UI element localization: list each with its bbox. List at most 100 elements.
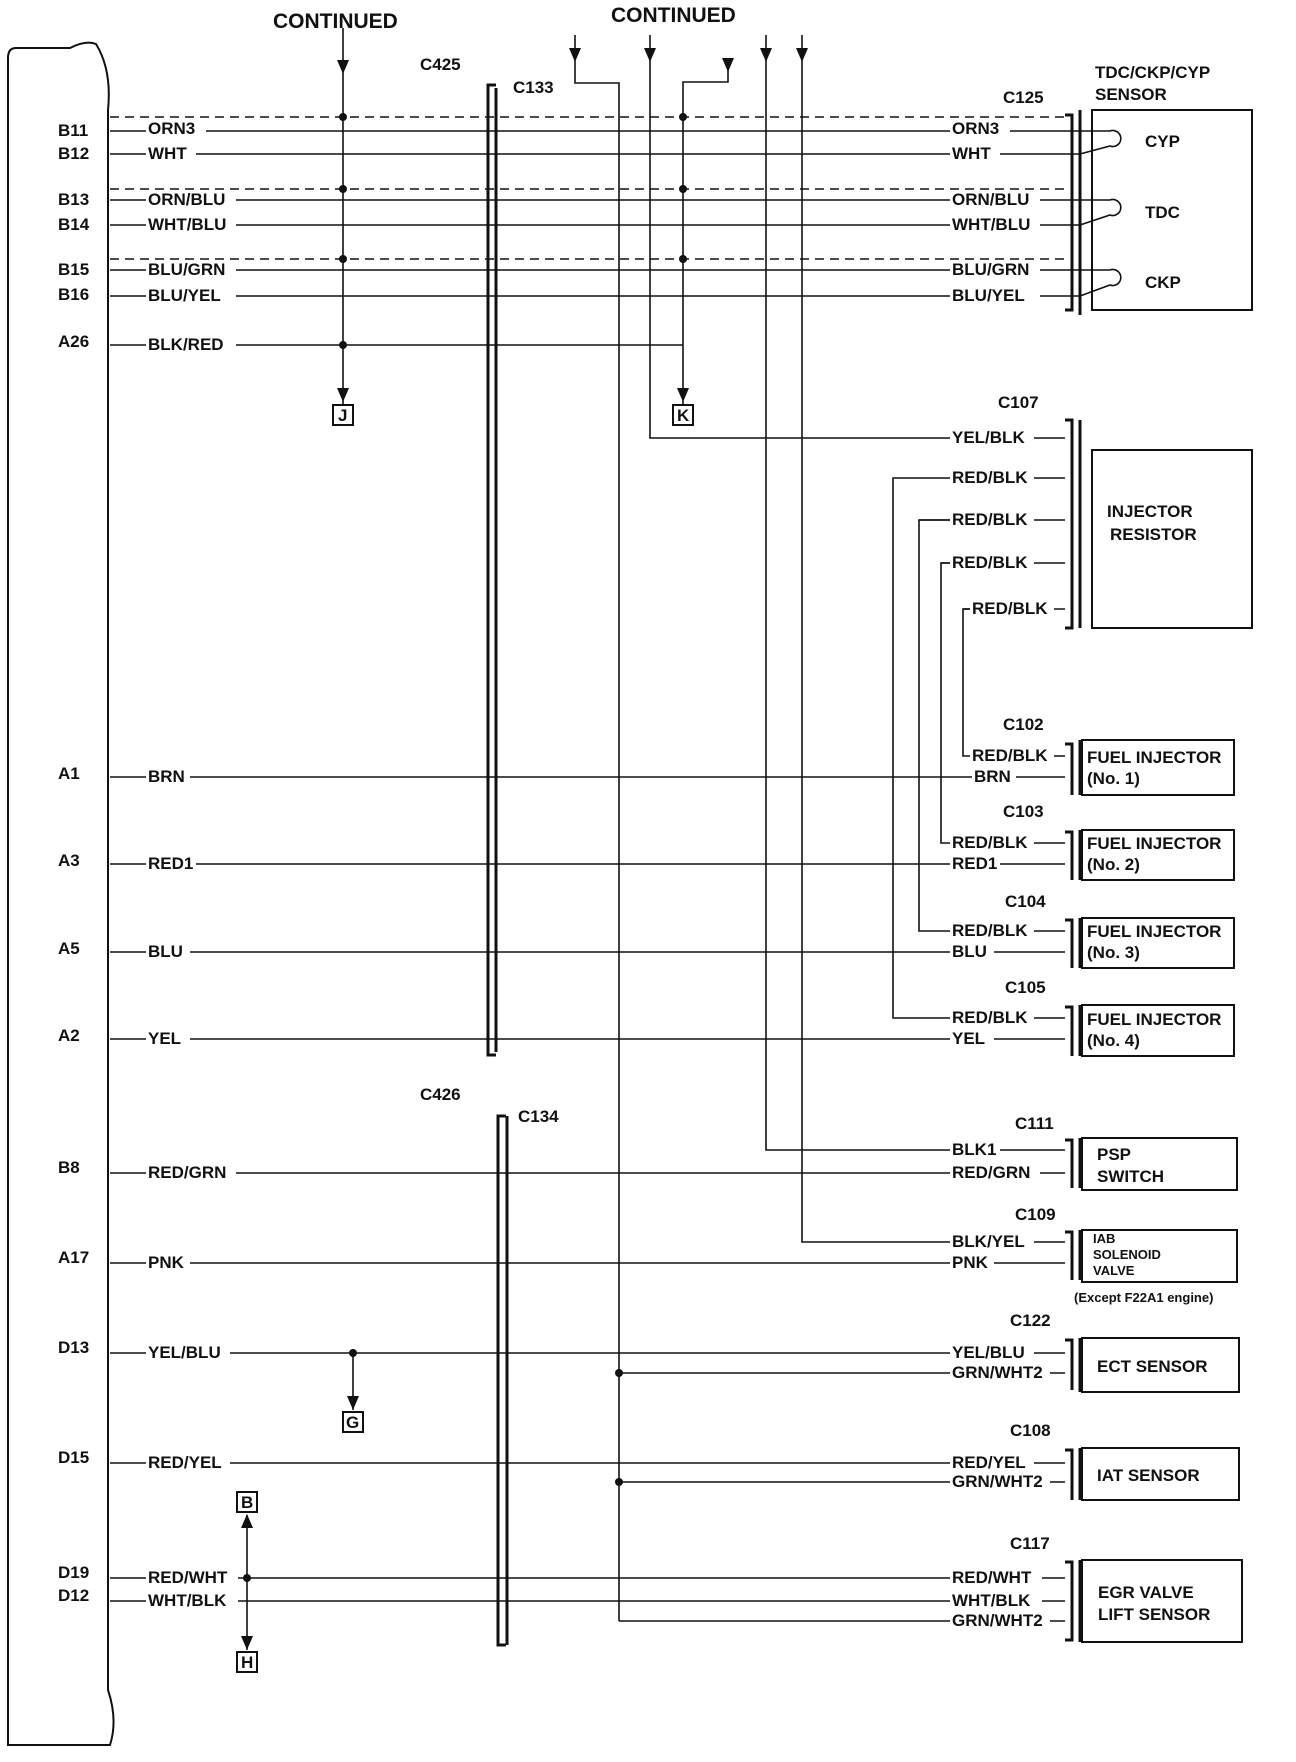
ref-label-k: K (677, 406, 690, 425)
sensor-signal-wires (110, 116, 1080, 346)
splice-b15 (339, 255, 347, 263)
splice-k1 (679, 113, 687, 121)
pin-label-b8: B8 (58, 1158, 80, 1177)
iab-note: (Except F22A1 engine) (1074, 1290, 1213, 1305)
wire-label-c122-yelblu: YEL/BLU (952, 1343, 1025, 1362)
ref-box-h (236, 1651, 258, 1673)
wire-label-c125-orn3: ORN3 (952, 119, 999, 138)
connector-label-c426: C426 (420, 1085, 461, 1104)
splice-b13 (339, 185, 347, 193)
connector-label-c122: C122 (1010, 1311, 1051, 1330)
pin-label-b15: B15 (58, 260, 89, 279)
wire-label-c105-redblk: RED/BLK (952, 1008, 1028, 1027)
pin-label-d15: D15 (58, 1448, 89, 1467)
wire-label-c125-bluyel: BLU/YEL (952, 286, 1025, 305)
wire-label-c107-redblk-1: RED/BLK (952, 468, 1028, 487)
splice-d19 (243, 1574, 251, 1582)
drain-arrow-k (722, 58, 734, 72)
wire-label-b8: RED/GRN (148, 1163, 226, 1182)
psp-label-2: SWITCH (1097, 1167, 1164, 1186)
wire-label-c104-redblk: RED/BLK (952, 921, 1028, 940)
arrow-g (347, 1396, 359, 1410)
wire-label-c111-blk1: BLK1 (952, 1140, 996, 1159)
wire-label-b16: BLU/YEL (148, 286, 221, 305)
fuel-injector-4-num: (No. 4) (1087, 1031, 1140, 1050)
wire-label-c109-blkyel: BLK/YEL (952, 1232, 1025, 1251)
pin-label-a5: A5 (58, 939, 80, 958)
iab-label-1: IAB (1093, 1231, 1115, 1246)
egr-valve-lift-sensor-box (1081, 1559, 1243, 1643)
lower-sensor-wires (110, 1172, 1065, 1622)
psp-label-1: PSP (1097, 1145, 1131, 1164)
fuel-injector-2-box (1081, 829, 1235, 881)
ref-box-g (342, 1411, 364, 1433)
wire-label-c103-redblk: RED/BLK (952, 833, 1028, 852)
wire-label-c122-grnwht2: GRN/WHT2 (952, 1363, 1043, 1382)
ref-box-k (672, 404, 694, 426)
wire-label-c108-grnwht2: GRN/WHT2 (952, 1472, 1043, 1491)
drain-arrow-k-bottom (677, 388, 689, 402)
drain-arrow-j-bottom (337, 388, 349, 402)
ref-label-b: B (241, 1493, 253, 1512)
ref-label-h: H (241, 1653, 253, 1672)
wire-label-c105-yel: YEL (952, 1029, 985, 1048)
wire-label-c125-blugrn: BLU/GRN (952, 260, 1029, 279)
connector-label-c425: C425 (420, 55, 461, 74)
injector-resistor-label-1: INJECTOR (1107, 502, 1193, 521)
cyp-coil-icon (1079, 129, 1122, 155)
cont-wire-yelblk (649, 35, 1065, 439)
left-wire-labels: ORN3 WHT ORN/BLU WHT/BLU BLU/GRN BLU/YEL… (146, 119, 238, 1610)
ect-sensor-label: ECT SENSOR (1097, 1357, 1208, 1376)
wire-label-d15: RED/YEL (148, 1453, 222, 1472)
egr-label-1: EGR VALVE (1098, 1583, 1194, 1602)
fuel-injector-2-label: FUEL INJECTOR (1087, 834, 1221, 853)
iab-label-3: VALVE (1093, 1263, 1135, 1278)
connector-label-c117: C117 (1010, 1534, 1050, 1553)
pin-label-a2: A2 (58, 1026, 80, 1045)
pin-label-a1: A1 (58, 764, 80, 783)
wire-label-c102-redblk: RED/BLK (972, 746, 1048, 765)
fuel-injector-4-box (1081, 1004, 1235, 1057)
ref-label-j: J (338, 406, 347, 425)
wire-label-c125-ornblu: ORN/BLU (952, 190, 1029, 209)
splice-grnwht-1 (615, 1369, 623, 1377)
connector-label-c133: C133 (513, 78, 554, 97)
wire-label-a3: RED1 (148, 854, 193, 873)
wire-label-c107-redblk-4: RED/BLK (972, 599, 1048, 618)
right-wire-labels: ORN3 WHT ORN/BLU WHT/BLU BLU/GRN BLU/YEL… (950, 119, 1054, 1630)
splice-grnwht-2 (615, 1478, 623, 1486)
connector-label-c103: C103 (1003, 802, 1044, 821)
wire-label-a26: BLK/RED (148, 335, 224, 354)
wire-label-b11: ORN3 (148, 119, 195, 138)
connector-label-c134: C134 (518, 1107, 559, 1126)
wire-label-b15: BLU/GRN (148, 260, 225, 279)
iab-label-2: SOLENOID (1093, 1247, 1161, 1262)
tdc-sensor-title-2: SENSOR (1095, 85, 1167, 104)
wire-label-c125-whtblu: WHT/BLU (952, 215, 1030, 234)
wire-label-b12: WHT (148, 144, 187, 163)
connector-label-c109: C109 (1015, 1205, 1056, 1224)
cont-arrow-2 (644, 48, 656, 62)
connector-label-c108: C108 (1010, 1421, 1051, 1440)
pin-label-b13: B13 (58, 190, 89, 209)
iab-solenoid-valve-box (1081, 1229, 1238, 1283)
wire-label-c117-grnwht2: GRN/WHT2 (952, 1611, 1043, 1630)
iat-sensor-label: IAT SENSOR (1097, 1466, 1200, 1485)
connector-label-c105: C105 (1005, 978, 1046, 997)
cyp-label: CYP (1145, 132, 1180, 151)
wire-label-c104-blu: BLU (952, 942, 987, 961)
ref-label-g: G (346, 1413, 359, 1432)
wire-label-c107-redblk-2: RED/BLK (952, 510, 1028, 529)
ecm-body-outline (7, 41, 115, 1746)
fuel-injector-1-num: (No. 1) (1087, 769, 1140, 788)
pin-label-d12: D12 (58, 1586, 89, 1605)
pin-label-d13: D13 (58, 1338, 89, 1357)
cont-wire-grnwht2 (574, 35, 620, 1621)
wire-label-c107-redblk-3: RED/BLK (952, 553, 1028, 572)
drain-arrow-j (337, 60, 349, 74)
wire-label-c107-yelblk: YEL/BLK (952, 428, 1025, 447)
injector-signal-wires (110, 776, 1065, 1040)
egr-label-2: LIFT SENSOR (1098, 1605, 1210, 1624)
tdc-label: TDC (1145, 203, 1180, 222)
